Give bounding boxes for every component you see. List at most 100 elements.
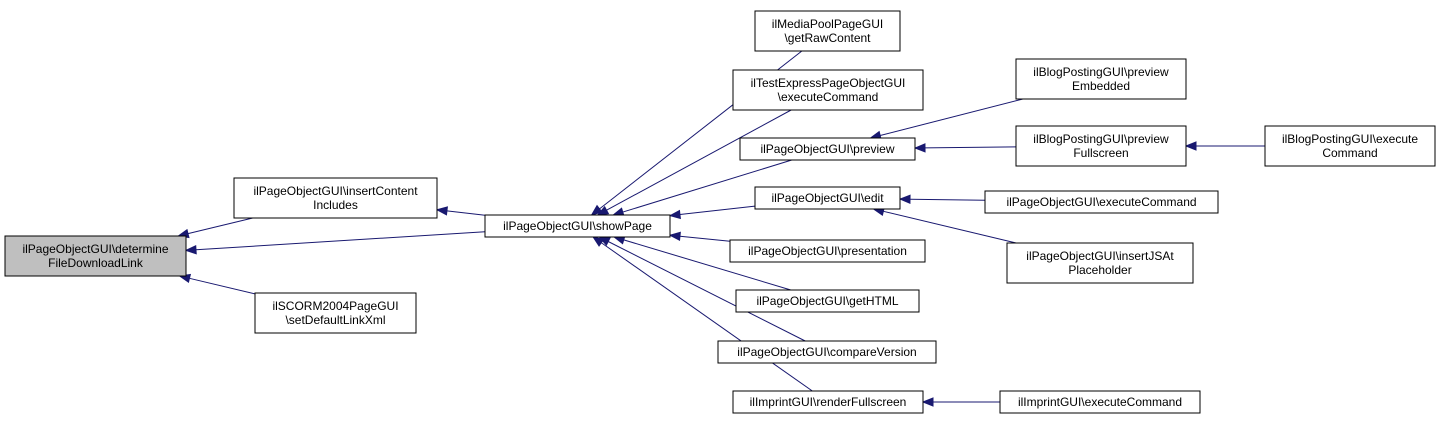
edge-line: [446, 210, 486, 216]
node-label-line: Includes: [313, 198, 358, 212]
edge-scorm-to-determine: [178, 273, 256, 295]
node-label-line: ilImprintGUI\renderFullscreen: [750, 395, 907, 409]
edge-line: [622, 159, 792, 213]
node-label-line: ilBlogPostingGUI\execute: [1282, 132, 1418, 146]
edge-line: [189, 277, 256, 295]
edge-arrowhead: [1184, 141, 1197, 151]
node-box: [1015, 58, 1187, 100]
node-box: [984, 190, 1219, 214]
node-scorm[interactable]: ilSCORM2004PageGUI\setDefaultLinkXml: [254, 292, 417, 334]
node-label-line: Embedded: [1072, 79, 1130, 93]
node-edit[interactable]: ilPageObjectGUI\edit: [754, 186, 901, 210]
edge-imprintRender-to-showPage: [592, 236, 813, 392]
edge-imprintExec-to-imprintRender: [921, 397, 1000, 407]
node-label-line: ilPageObjectGUI\executeCommand: [1006, 195, 1196, 209]
node-label-line: \executeCommand: [778, 90, 879, 104]
node-label-line: ilMediaPoolPageGUI: [772, 17, 883, 31]
edge-line: [623, 239, 791, 291]
node-label-line: ilImprintGUI\executeCommand: [1018, 395, 1182, 409]
node-determine: ilPageObjectGUI\determineFileDownloadLin…: [4, 235, 187, 277]
edge-line: [601, 242, 813, 392]
node-label-line: ilBlogPostingGUI\preview: [1033, 65, 1169, 79]
node-box: [732, 390, 924, 414]
edge-edit-to-showPage: [668, 205, 756, 220]
node-label-line: ilPageObjectGUI\edit: [771, 191, 884, 205]
node-blogExec[interactable]: ilBlogPostingGUI\executeCommand: [1264, 125, 1436, 167]
edge-arrowhead: [913, 143, 926, 153]
edge-arrowhead: [898, 194, 911, 204]
edge-line: [606, 109, 792, 211]
edge-line: [195, 231, 486, 251]
node-box: [729, 239, 926, 263]
node-label-line: ilPageObjectGUI\insertJSAt: [1026, 249, 1174, 263]
edge-arrowhead: [592, 236, 605, 247]
node-compareVersion[interactable]: ilPageObjectGUI\compareVersion: [717, 340, 937, 364]
node-label-line: ilSCORM2004PageGUI: [272, 299, 398, 313]
edge-insertContent-to-determine: [176, 217, 253, 239]
node-preview[interactable]: ilPageObjectGUI\preview: [739, 137, 916, 161]
node-box: [754, 10, 901, 52]
node-getHTML[interactable]: ilPageObjectGUI\getHTML: [735, 289, 920, 313]
node-label-line: Fullscreen: [1073, 146, 1128, 160]
node-showPage[interactable]: ilPageObjectGUI\showPage: [484, 214, 671, 238]
node-box: [1006, 242, 1194, 284]
node-box: [233, 177, 438, 219]
edge-showPage-to-determine: [184, 231, 486, 255]
node-box: [717, 340, 937, 364]
node-box: [732, 69, 924, 111]
node-pageExec[interactable]: ilPageObjectGUI\executeCommand: [984, 190, 1219, 214]
node-imprintExec[interactable]: ilImprintGUI\executeCommand: [999, 390, 1201, 414]
node-mediaPool[interactable]: ilMediaPoolPageGUI\getRawContent: [754, 10, 901, 52]
edge-line: [187, 217, 253, 235]
node-box: [735, 289, 920, 313]
node-imprintRender[interactable]: ilImprintGUI\renderFullscreen: [732, 390, 924, 414]
edge-presentation-to-showPage: [668, 231, 731, 242]
node-label-line: ilPageObjectGUI\compareVersion: [737, 345, 916, 359]
node-presentation[interactable]: ilPageObjectGUI\presentation: [729, 239, 926, 263]
edge-arrowhead: [668, 209, 681, 220]
node-box: [739, 137, 916, 161]
node-label-line: \getRawContent: [784, 31, 871, 45]
node-label-line: ilPageObjectGUI\getHTML: [756, 294, 898, 308]
node-box: [1015, 125, 1187, 167]
node-box: [4, 235, 187, 277]
edge-line: [679, 235, 731, 242]
node-box: [754, 186, 901, 210]
edge-line: [883, 210, 1017, 244]
node-label-line: ilPageObjectGUI\insertContent: [253, 184, 418, 198]
edge-showPage-to-insertContent: [435, 206, 486, 216]
edge-blogPrevFull-to-preview: [913, 143, 1017, 153]
edge-line: [607, 241, 806, 342]
node-label-line: \setDefaultLinkXml: [285, 313, 385, 327]
node-label-line: ilPageObjectGUI\showPage: [503, 219, 652, 233]
edge-line: [924, 146, 1017, 149]
node-box: [484, 214, 671, 238]
edge-line: [909, 198, 986, 201]
edge-arrowhead: [668, 231, 681, 242]
edge-arrowhead: [596, 205, 610, 216]
node-label-line: Command: [1322, 146, 1377, 160]
nodes-layer: ilPageObjectGUI\determineFileDownloadLin…: [4, 10, 1436, 414]
node-box: [254, 292, 417, 334]
edge-arrowhead: [184, 244, 197, 255]
node-box: [999, 390, 1201, 414]
node-label-line: ilTestExpressPageObjectGUI: [751, 76, 906, 90]
edge-blogExec-to-blogPrevFull: [1184, 141, 1265, 151]
node-testExpress[interactable]: ilTestExpressPageObjectGUI\executeComman…: [732, 69, 924, 111]
node-label-line: ilPageObjectGUI\determine: [22, 242, 168, 256]
edge-arrowhead: [435, 206, 448, 216]
edge-testExpress-to-showPage: [596, 109, 792, 216]
node-label-line: Placeholder: [1068, 263, 1131, 277]
node-label-line: ilPageObjectGUI\presentation: [748, 244, 907, 258]
node-box: [1264, 125, 1436, 167]
edge-line: [880, 98, 1023, 137]
edge-arrowhead: [921, 397, 934, 407]
edge-line: [679, 205, 756, 216]
edge-pageExec-to-edit: [898, 194, 986, 204]
node-label-line: FileDownloadLink: [48, 256, 144, 270]
